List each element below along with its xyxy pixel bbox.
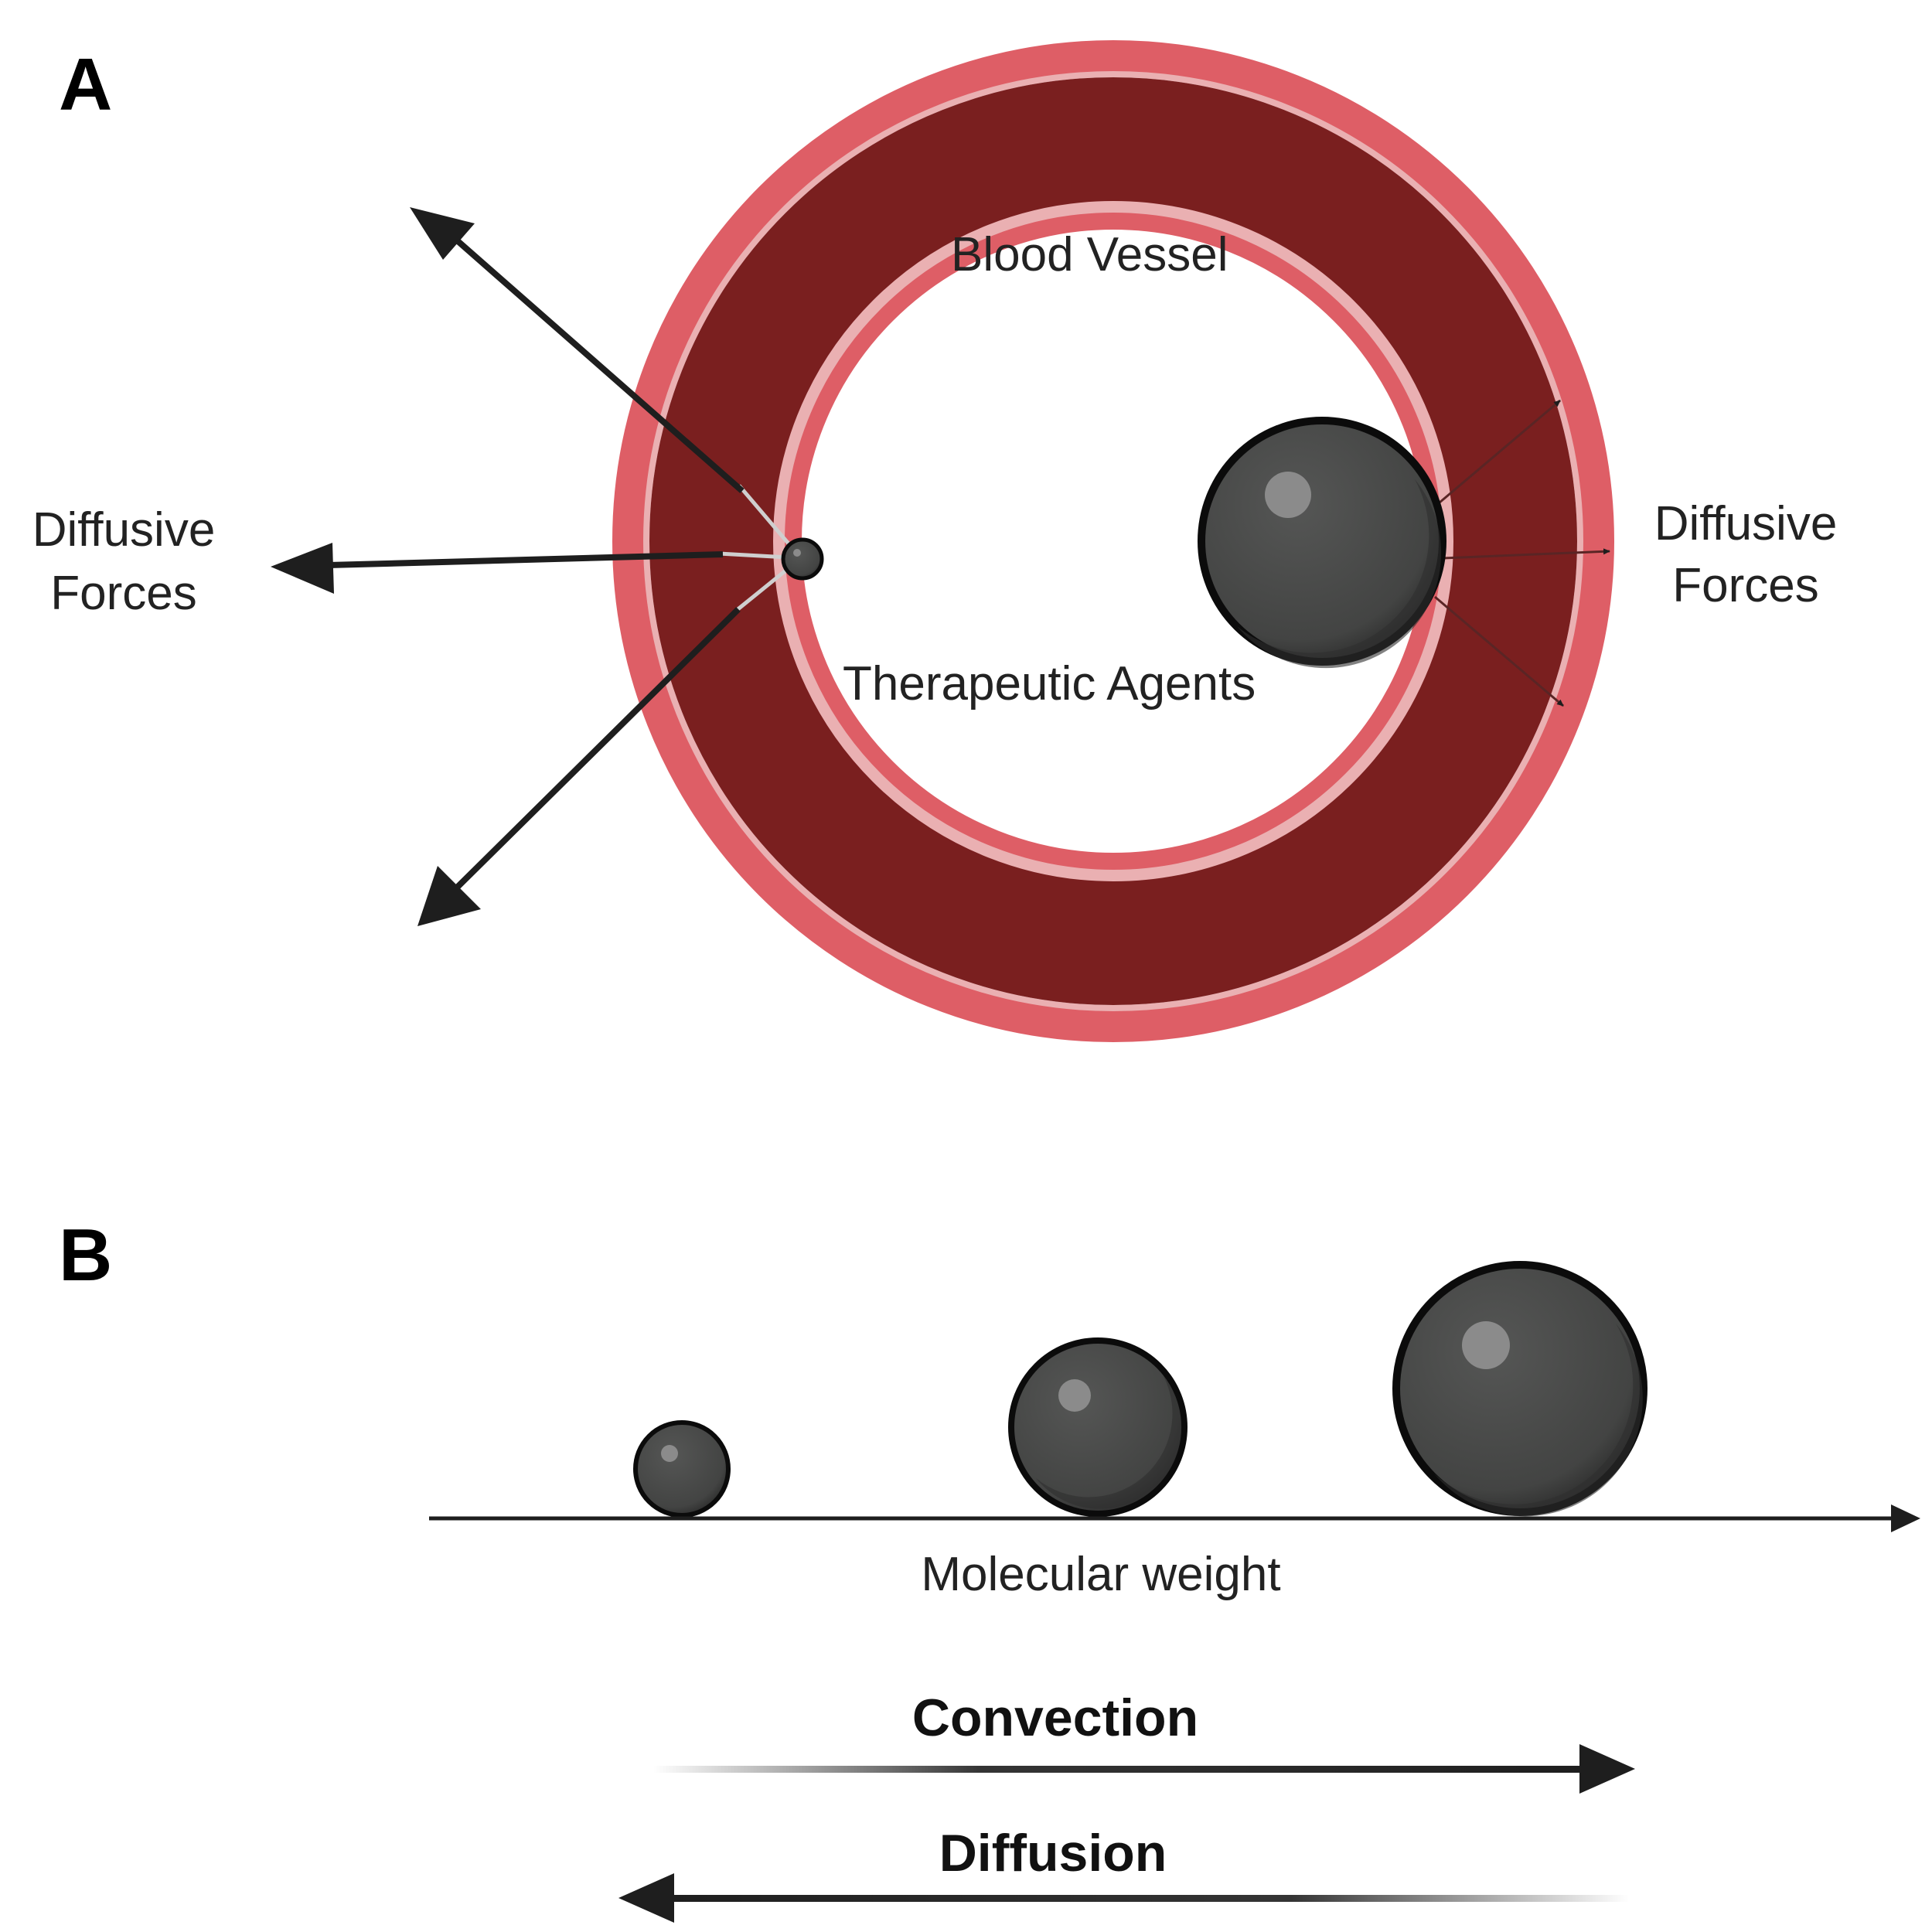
arrow-shaft-left (328, 551, 724, 568)
arrow-head-left (271, 543, 334, 594)
panel-b-letter: B (59, 1214, 112, 1297)
small-molecule (633, 1420, 731, 1518)
left-force-label-line1: Diffusive (32, 503, 216, 557)
arrow-head-down-left (417, 866, 481, 926)
large-molecule (1392, 1261, 1647, 1517)
molecular-weight-axis (429, 1504, 1920, 1532)
molecular-weight-label: Molecular weight (921, 1548, 1280, 1601)
blood-vessel-label: Blood Vessel (951, 228, 1228, 281)
convection-arrow (653, 1744, 1635, 1794)
left-force-label-line2: Forces (50, 567, 196, 620)
vessel-outer-rim (612, 40, 1614, 1042)
right-force-label-line1: Diffusive (1654, 497, 1838, 550)
right-force-label-line2: Forces (1672, 559, 1818, 612)
panel-a-letter: A (59, 43, 112, 126)
medium-molecule (1008, 1337, 1187, 1517)
arrow-head-up-left (410, 207, 475, 260)
vessel-wall (649, 77, 1577, 1005)
arrow-shaft-down-left (455, 607, 741, 889)
right-diffusive-arrows (1434, 399, 1610, 707)
vessel-inner-highlight (773, 201, 1453, 881)
thin-arrow-down-right (1434, 595, 1564, 707)
arrow-shaft-up-left (454, 237, 745, 494)
thin-arrow-up-right (1439, 399, 1561, 504)
therapeutic-agents-label: Therapeutic Agents (843, 657, 1256, 710)
thin-arrow-right (1442, 548, 1610, 560)
panel-b: B Molecular weight Convection (59, 1214, 1920, 1923)
diffusion-label: Diffusion (939, 1824, 1167, 1883)
convection-label: Convection (912, 1688, 1198, 1747)
vessel-lumen (802, 230, 1424, 852)
large-particle (1198, 417, 1446, 669)
small-particle (781, 537, 824, 581)
panel-a: A (32, 40, 1838, 1042)
left-diffusive-arrows (271, 207, 745, 926)
vessel-outer-highlight (643, 71, 1583, 1011)
blood-vessel-ring (612, 40, 1614, 1042)
diffusion-arrow (618, 1873, 1629, 1923)
